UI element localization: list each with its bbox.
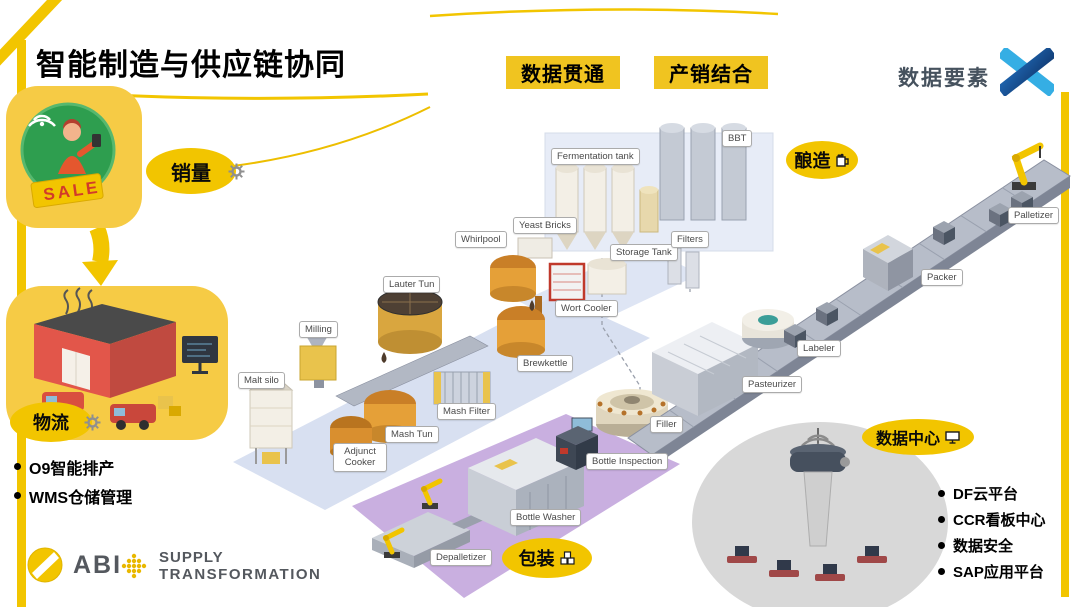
sales-illustration: SALE bbox=[6, 86, 142, 228]
process-label-palletizer: Palletizer bbox=[1008, 207, 1060, 225]
brand-name: 数据要素 bbox=[898, 67, 990, 90]
process-label-adjunct-cooker: Adjunct Cooker bbox=[333, 443, 387, 472]
gear-icon bbox=[228, 163, 245, 180]
process-label-wort-cooler: Wort Cooler bbox=[555, 300, 618, 318]
wort-cooler bbox=[548, 262, 586, 302]
mash-filter bbox=[433, 371, 491, 405]
line-robots bbox=[382, 478, 443, 558]
supply-transformation-logo: SUPPLY TRANSFORMATION bbox=[118, 549, 321, 583]
labeler-machine bbox=[742, 309, 794, 349]
wifi-icon bbox=[28, 114, 56, 127]
process-label-depalletizer: Depalletizer bbox=[430, 549, 493, 567]
down-arrow-icon bbox=[82, 224, 118, 286]
monitor-icon bbox=[945, 430, 960, 444]
list-item: CCR看板中心 bbox=[938, 506, 1046, 532]
logistics-bullet-list: O9智能排产 WMS仓储管理 bbox=[14, 452, 132, 510]
process-label-fermentation-tank: Fermentation tank bbox=[551, 148, 640, 166]
process-label-bottle-inspection: Bottle Inspection bbox=[586, 453, 669, 471]
whirlpool-kettle bbox=[490, 255, 536, 302]
process-label-milling: Milling bbox=[299, 321, 338, 339]
page-title: 智能制造与供应链协同 bbox=[36, 49, 346, 82]
callout-sales-label: 销量 bbox=[171, 162, 211, 185]
datacenter-bullet-list: DF云平台 CCR看板中心 数据安全 SAP应用平台 bbox=[938, 480, 1046, 584]
packer-machine bbox=[863, 235, 913, 291]
callout-packaging: 包装 bbox=[502, 538, 592, 578]
callout-logistics: 物流 bbox=[10, 402, 101, 442]
brand-x-logo-icon bbox=[1000, 48, 1054, 96]
package-boxes-icon bbox=[559, 551, 575, 565]
supply-label: SUPPLY bbox=[159, 549, 224, 566]
process-label-packer: Packer bbox=[921, 269, 963, 287]
callout-sales: 销量 bbox=[146, 148, 245, 194]
bbt-tanks bbox=[659, 123, 747, 221]
badge-production-sales: 产销结合 bbox=[654, 56, 768, 89]
list-item: WMS仓储管理 bbox=[14, 481, 132, 510]
process-label-mash-tun: Mash Tun bbox=[385, 426, 439, 444]
process-label-labeler: Labeler bbox=[797, 340, 841, 358]
list-item: 数据安全 bbox=[938, 532, 1046, 558]
abi-logo-text: ABI bbox=[73, 550, 123, 579]
fermentation-tanks bbox=[555, 163, 659, 250]
process-label-storage-tank: Storage Tank bbox=[610, 244, 678, 262]
callout-brewing: 酿造 bbox=[786, 141, 858, 179]
abi-logo-icon bbox=[27, 547, 63, 583]
callout-packaging-label: 包装 bbox=[518, 549, 555, 569]
brewhouse-conveyor bbox=[335, 335, 489, 407]
badge-data-integration: 数据贯通 bbox=[506, 56, 620, 89]
data-center-illustration bbox=[692, 422, 948, 607]
yeast-bricks bbox=[517, 237, 553, 259]
dotted-diamond-icon bbox=[121, 553, 147, 579]
beer-mug-icon bbox=[835, 153, 849, 167]
process-label-bottle-washer: Bottle Washer bbox=[510, 509, 582, 527]
process-label-yeast-bricks: Yeast Bricks bbox=[513, 217, 577, 235]
process-label-filters: Filters bbox=[671, 231, 709, 249]
process-label-mash-filter: Mash Filter bbox=[437, 403, 496, 421]
monitor-icon bbox=[182, 336, 218, 374]
hops-drops bbox=[381, 300, 535, 363]
list-item: DF云平台 bbox=[938, 480, 1046, 506]
abi-logo: ABI bbox=[26, 546, 122, 584]
process-label-lauter-tun: Lauter Tun bbox=[383, 276, 441, 294]
callout-datacenter: 数据中心 bbox=[862, 419, 974, 455]
callout-brewing-label: 酿造 bbox=[794, 151, 831, 171]
process-label-pasteurizer: Pasteurizer bbox=[742, 376, 803, 394]
storage-tank bbox=[587, 258, 627, 295]
process-label-filler: Filler bbox=[650, 416, 683, 434]
transformation-label: TRANSFORMATION bbox=[159, 566, 322, 583]
truck-icon bbox=[110, 404, 156, 430]
process-label-whirlpool: Whirlpool bbox=[455, 231, 507, 249]
list-item: SAP应用平台 bbox=[938, 558, 1046, 584]
process-label-brewkettle: Brewkettle bbox=[517, 355, 574, 373]
callout-datacenter-label: 数据中心 bbox=[875, 431, 940, 448]
brewkettle bbox=[497, 296, 545, 358]
callout-logistics-label: 物流 bbox=[33, 413, 69, 433]
pasteurizer-machine bbox=[652, 322, 758, 416]
lauter-tun bbox=[377, 288, 443, 354]
list-item: O9智能排产 bbox=[14, 452, 132, 481]
process-label-bbt: BBT bbox=[722, 130, 753, 148]
process-label-malt-silo: Malt silo bbox=[238, 372, 285, 390]
gear-icon bbox=[84, 414, 101, 431]
milling-machine bbox=[299, 332, 337, 388]
